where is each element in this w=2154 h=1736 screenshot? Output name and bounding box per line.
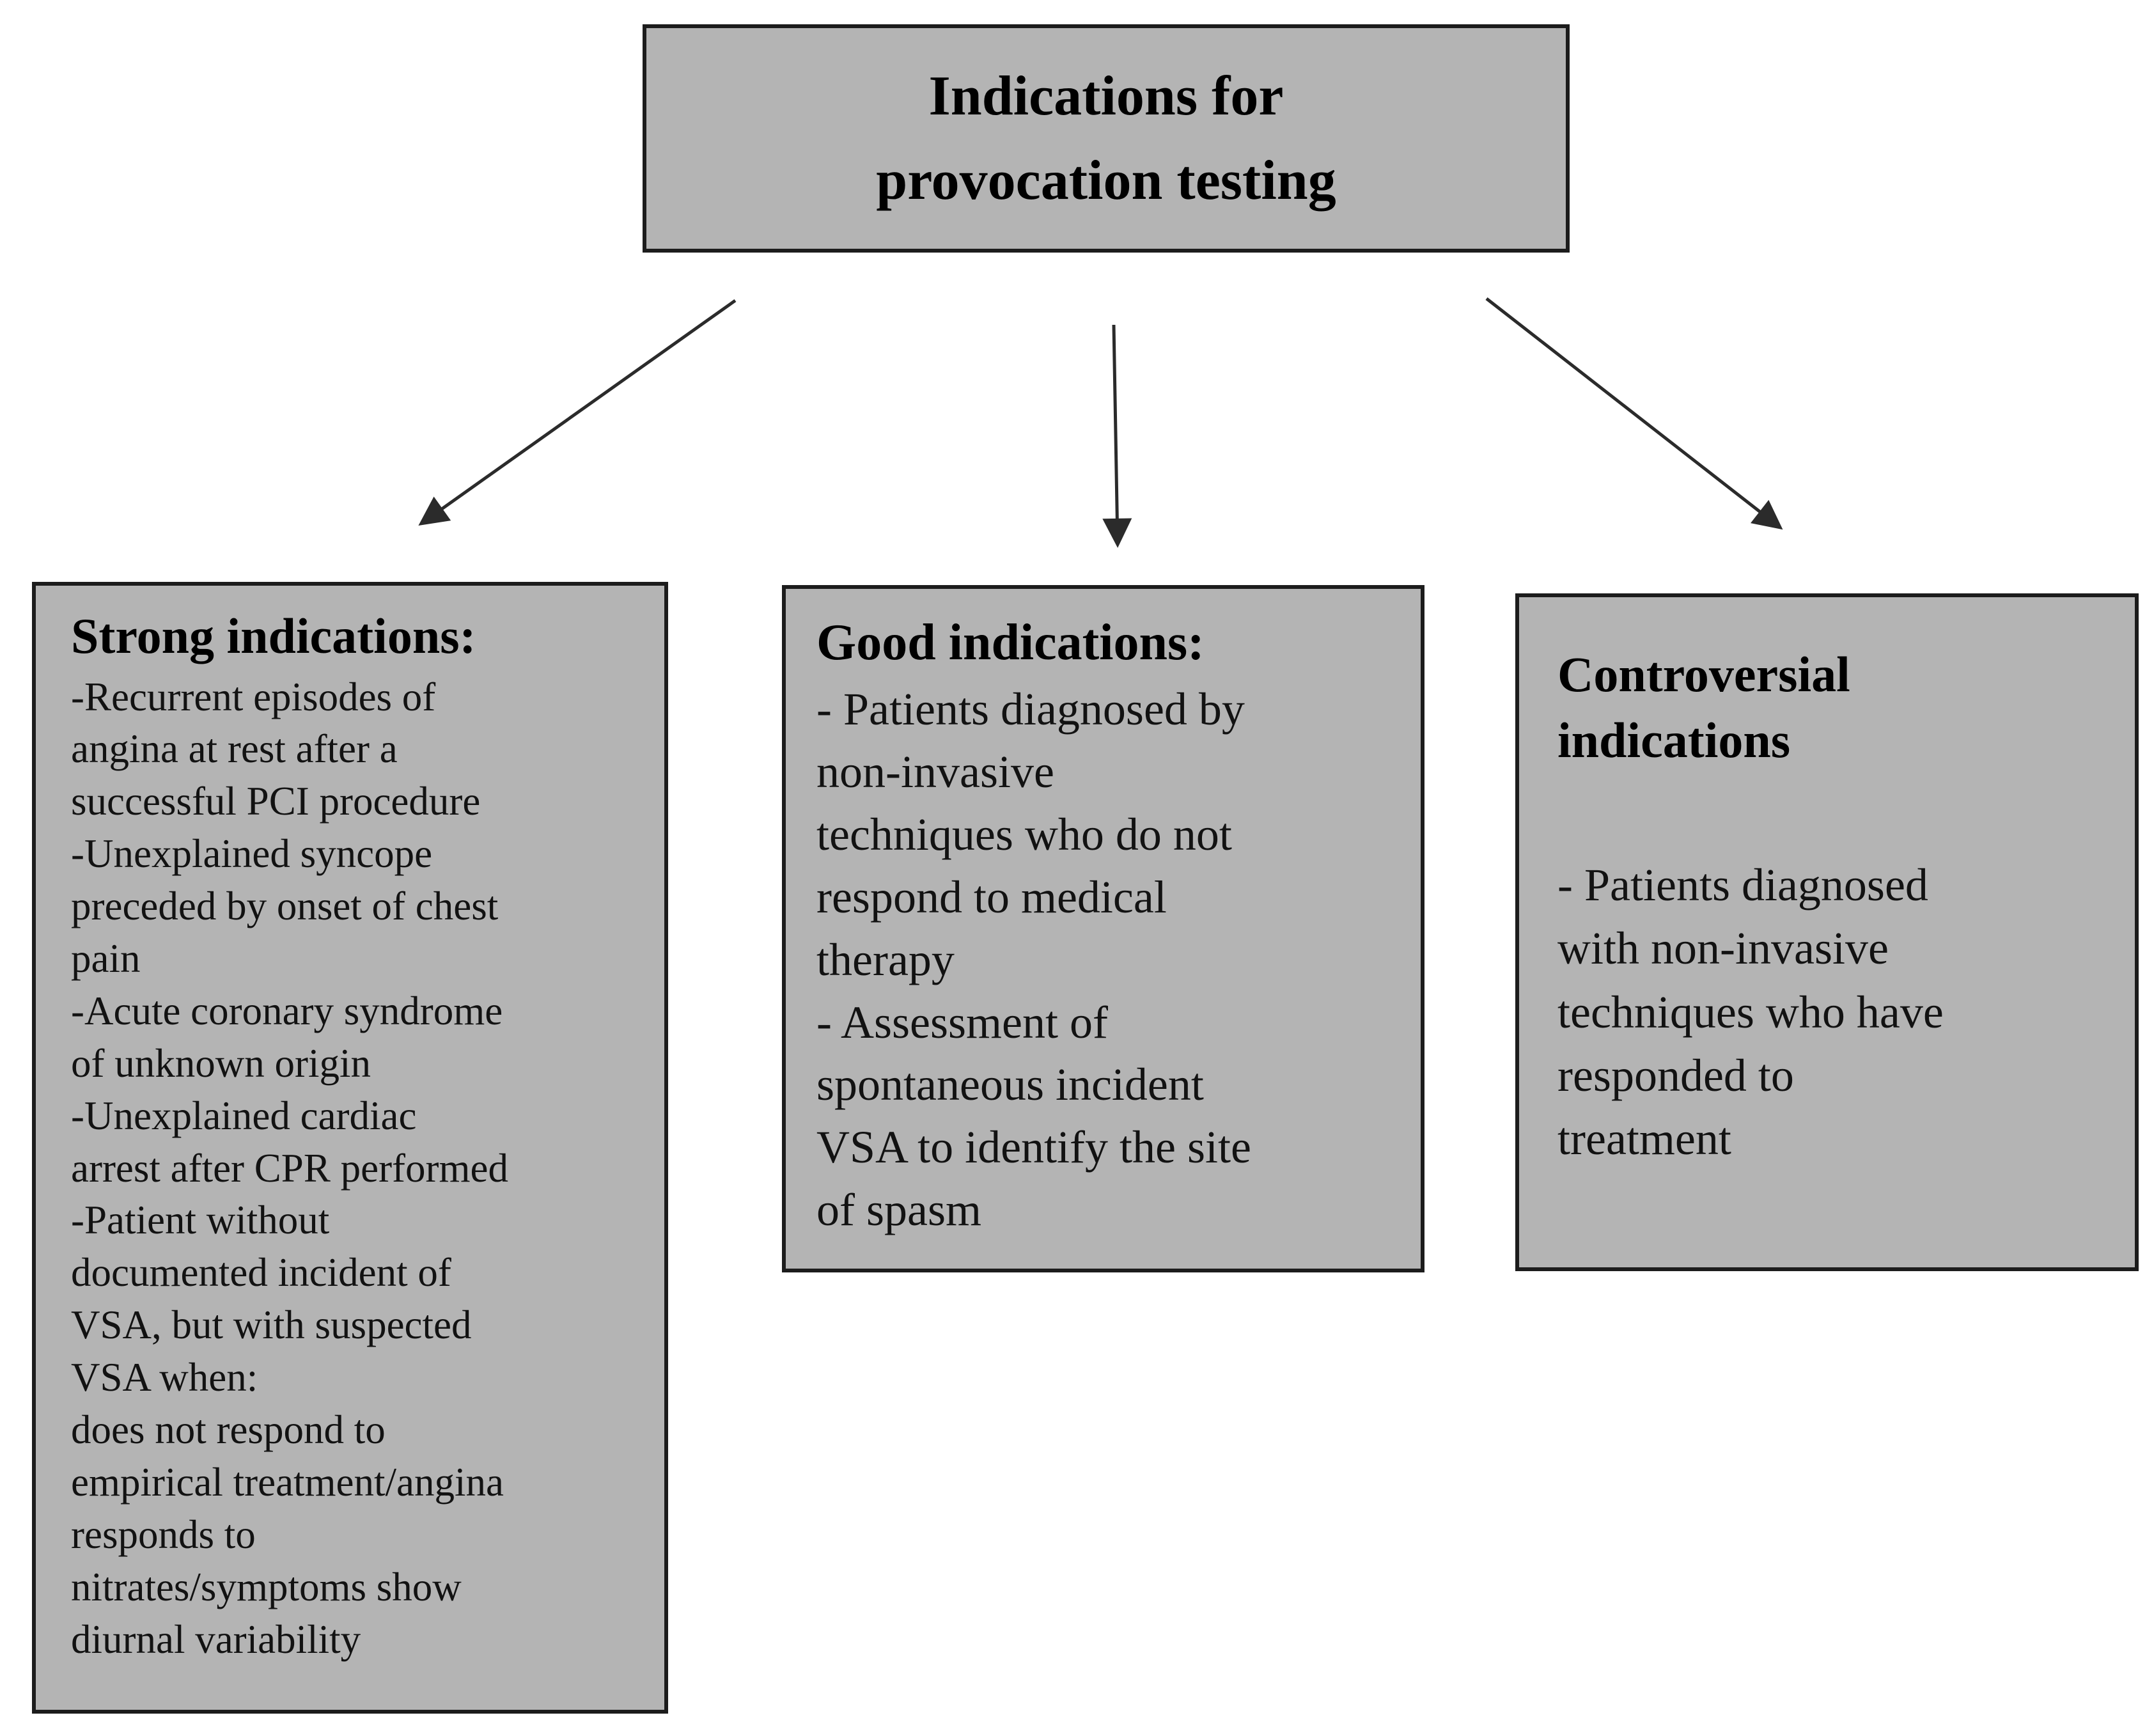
strong-indications-heading: Strong indications:	[71, 608, 476, 664]
good-indications-heading: Good indications:	[816, 614, 1205, 671]
good-indications-body: - Patients diagnosed by non-invasive tec…	[816, 684, 1251, 1236]
controversial-indications-box: Controversial indications - Patients dia…	[1515, 593, 2139, 1271]
strong-indications-body: -Recurrent episodes of angina at rest af…	[71, 674, 508, 1662]
diagram-title: Indications for provocation testing	[876, 65, 1336, 212]
arrow-to-good-icon	[1102, 324, 1132, 548]
title-box: Indications for provocation testing	[643, 24, 1570, 253]
controversial-indications-heading: Controversial indications	[1557, 646, 1850, 768]
controversial-indications-body: - Patients diagnosed with non-invasive t…	[1557, 859, 1944, 1165]
good-indications-box: Good indications: - Patients diagnosed b…	[782, 585, 1424, 1272]
strong-indications-box: Strong indications: -Recurrent episodes …	[32, 582, 668, 1714]
arrow-to-controversial-icon	[1485, 297, 1783, 530]
arrow-to-strong-icon	[418, 299, 737, 526]
